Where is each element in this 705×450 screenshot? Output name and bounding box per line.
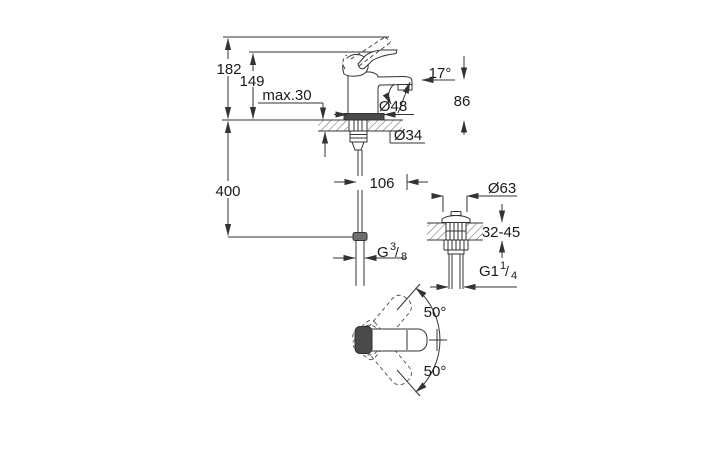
handle-lever [357, 49, 398, 70]
waste-locking-nut [443, 239, 469, 255]
dim-label-182: 182 [216, 61, 241, 78]
dim-label-106: 106 [369, 175, 394, 192]
waste-body [445, 222, 467, 241]
waste-push-button [450, 211, 462, 216]
dim-label-50-bottom: 50° [424, 363, 447, 380]
dim-label-400: 400 [215, 183, 240, 200]
dimension-106 [334, 174, 428, 190]
thread-label-g1-14: G1 1 / 4 [479, 260, 517, 282]
dim-label-32-45: 32-45 [482, 224, 520, 241]
svg-text:G1: G1 [479, 263, 499, 280]
faucet-front-view [342, 36, 455, 286]
swing-radial-bottom [396, 369, 421, 397]
handle-top-view [352, 283, 447, 397]
svg-text:1: 1 [500, 260, 506, 272]
basin-hatch-right [466, 223, 483, 240]
dimension-labels: 182 149 max.30 400 Ø48 Ø34 106 17° 86 Ø6… [212, 59, 520, 380]
handle-raised-dashed-outline [342, 36, 392, 70]
water-stream-angle-detail [382, 76, 455, 114]
dim-label-50-top: 50° [424, 304, 447, 321]
dimension-d34-leader [389, 131, 425, 144]
spout-aerator [397, 84, 413, 91]
dim-label-d34: Ø34 [394, 127, 422, 144]
svg-text:/: / [505, 263, 509, 279]
svg-text:3: 3 [390, 241, 396, 253]
svg-text:8: 8 [401, 251, 407, 263]
swing-radial-top [396, 283, 421, 311]
waste-tailpipe [448, 254, 464, 289]
pop-up-rod [357, 150, 363, 232]
basin-hatch-left [427, 223, 446, 240]
hose-fitting [352, 232, 368, 241]
svg-text:G: G [377, 244, 389, 261]
thread-label-g38: G 3 / 8 [377, 241, 407, 263]
waste-cap [441, 214, 471, 223]
dim-label-17deg: 17° [429, 65, 452, 82]
supply-hose [355, 240, 365, 286]
deck-hatch-right [368, 120, 402, 131]
drain-valve-view [427, 211, 483, 289]
dim-label-max30: max.30 [262, 87, 311, 104]
reference-lines [222, 36, 403, 238]
deck-hatch-left [318, 120, 348, 131]
dimension-d63 [431, 192, 517, 212]
svg-text:/: / [395, 244, 399, 260]
label-masks [212, 59, 268, 198]
dim-label-149: 149 [239, 73, 264, 90]
dimension-max30 [258, 102, 329, 157]
dim-label-d48: Ø48 [379, 98, 407, 115]
svg-text:4: 4 [511, 270, 517, 282]
dim-label-d63: Ø63 [488, 180, 516, 197]
handle-top-end-cap [354, 326, 373, 354]
mounting-shank [348, 119, 368, 151]
dim-label-86: 86 [454, 93, 471, 110]
